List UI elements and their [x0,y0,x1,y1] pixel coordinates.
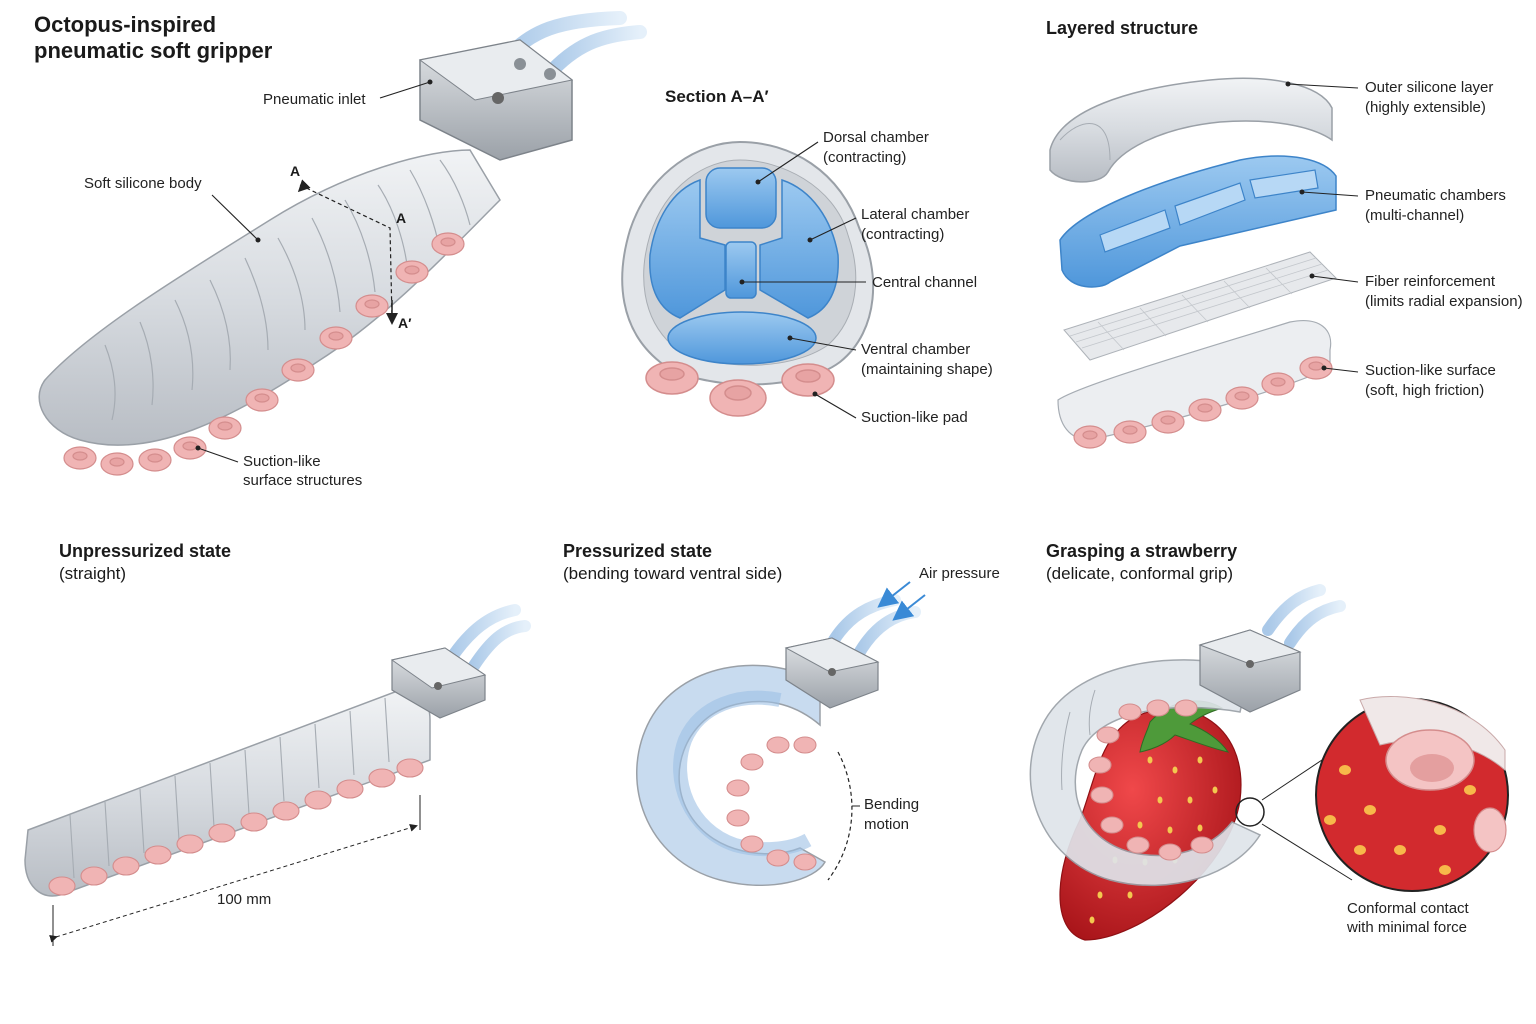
main-gripper-illustration [38,11,647,476]
pressurized-gripper-illustration [636,581,926,887]
contact-label-line1: Conformal contact [1347,900,1469,917]
section-mark-a-prime: A′ [398,315,412,331]
grasping-title: Grasping a strawberry [1046,541,1238,561]
unpressurized-gripper-illustration [24,604,531,946]
suction-pad-label: Suction-like pad [861,409,968,426]
air-pressure-label: Air pressure [919,565,1000,582]
outer-layer-label: Outer silicone layer [1365,79,1494,96]
bending-motion-label-line1: Bending [864,796,920,813]
surface-label: Suction-like surface [1365,362,1496,379]
chambers-label: Pneumatic chambers [1365,187,1506,204]
grasping-subtitle: (delicate, conformal grip) [1046,564,1234,583]
section-mark-a-top: A [290,163,301,179]
dorsal-chamber-label: Dorsal chamber [823,129,929,146]
pressurized-title: Pressurized state [563,541,713,561]
fiber-label: Fiber reinforcement [1365,273,1496,290]
main-title-line2: pneumatic soft gripper [34,38,273,63]
silicone-body-label: Soft silicone body [84,175,202,192]
chambers-note: (multi-channel) [1365,207,1465,224]
main-title-line1: Octopus-inspired [34,12,217,37]
unpressurized-subtitle: (straight) [59,564,127,583]
unpressurized-title: Unpressurized state [59,541,232,561]
cross-section-illustration [621,140,875,419]
pressurized-subtitle: (bending toward ventral side) [563,564,783,583]
outer-layer-note: (highly extensible) [1365,99,1486,116]
contact-label-line2: with minimal force [1347,919,1468,936]
pneumatic-inlet-label: Pneumatic inlet [263,91,366,108]
lateral-chamber-note: (contracting) [861,226,945,243]
length-dimension-label: 100 mm [217,891,272,908]
section-mark-a: A [396,210,407,226]
suction-structures-label-line1: Suction-like [243,453,321,470]
surface-note: (soft, high friction) [1365,382,1485,399]
layered-structure-illustration [1049,77,1359,449]
suction-structures-label-line2: surface structures [243,472,363,489]
ventral-chamber-note: (maintaining shape) [861,361,993,378]
lateral-chamber-label: Lateral chamber [861,206,970,223]
fiber-note: (limits radial expansion) [1365,293,1523,310]
layered-title: Layered structure [1046,18,1199,38]
dorsal-chamber-note: (contracting) [823,149,907,166]
central-channel-label: Central channel [872,274,978,291]
bending-motion-label-line2: motion [864,816,910,833]
strawberry-grasp-illustration [1029,584,1509,941]
ventral-chamber-label: Ventral chamber [861,341,971,358]
section-title: Section A–A′ [665,87,769,106]
